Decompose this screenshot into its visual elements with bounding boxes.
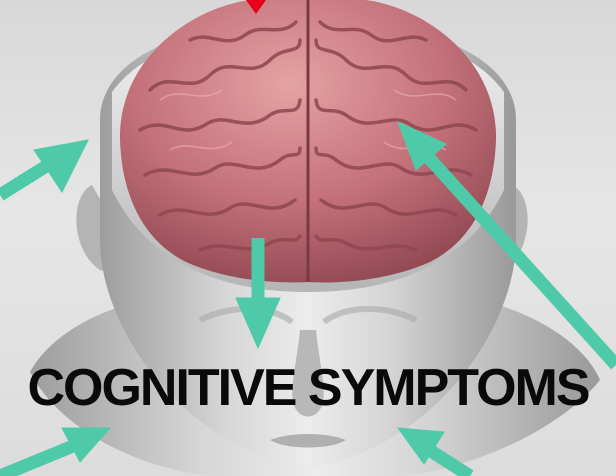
caption-title: COGNITIVE SYMPTOMS [0,358,616,418]
